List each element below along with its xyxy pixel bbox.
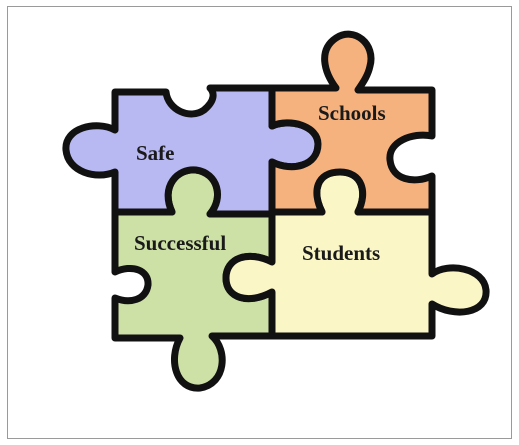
- puzzle-piece-safe: [62, 84, 322, 218]
- puzzle-piece-schools: [268, 30, 436, 216]
- label-successful: Successful: [134, 231, 226, 255]
- label-schools: Schools: [318, 101, 386, 125]
- label-students: Students: [302, 241, 380, 265]
- label-safe: Safe: [136, 141, 175, 165]
